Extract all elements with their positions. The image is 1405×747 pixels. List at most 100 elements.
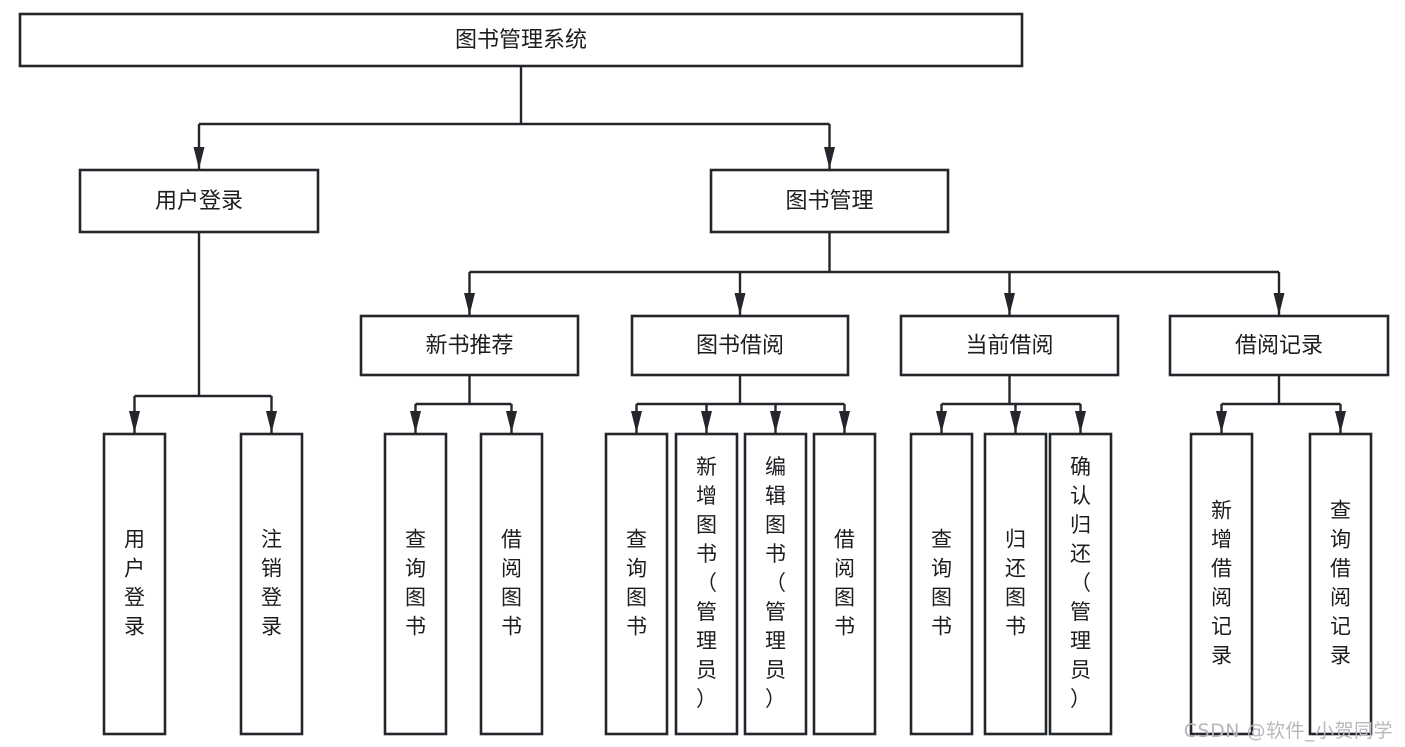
node-label-leaf-query-borrow-record: 查 — [1330, 499, 1351, 523]
node-label-leaf-query-book-current: 图 — [931, 586, 952, 610]
node-box-book-borrow — [630, 314, 850, 377]
arrow-head-icon — [193, 147, 205, 169]
node-label-leaf-edit-book: （ — [765, 571, 786, 595]
node-root[interactable]: 图书管理系统 — [18, 12, 1024, 68]
node-label-leaf-edit-book: 管 — [765, 600, 786, 624]
node-label-leaf-confirm-return: ） — [1070, 687, 1091, 711]
node-leaf-user-login[interactable]: 用户登录 — [102, 432, 167, 736]
node-label-leaf-user-logout: 录 — [261, 615, 282, 639]
node-label-leaf-add-borrow-record: 录 — [1211, 644, 1232, 668]
arrow-head-icon — [770, 411, 781, 433]
node-box-book-management — [709, 168, 950, 234]
node-label-leaf-add-book: ） — [696, 687, 717, 711]
node-label-leaf-user-login: 用 — [124, 528, 145, 552]
arrow-head-icon — [129, 411, 140, 433]
node-box-leaf-confirm-return — [1048, 432, 1113, 736]
node-label-leaf-confirm-return: 归 — [1070, 513, 1091, 537]
node-box-root — [18, 12, 1024, 68]
node-label-leaf-borrow-book: 借 — [834, 528, 855, 552]
node-book-borrow[interactable]: 图书借阅 — [630, 314, 850, 377]
arrow-head-icon — [1335, 411, 1346, 433]
node-box-borrow-record — [1168, 314, 1390, 377]
node-box-leaf-user-login — [102, 432, 167, 736]
node-label-book-management: 图书管理 — [785, 189, 873, 214]
node-label-leaf-query-borrow-record: 记 — [1330, 615, 1351, 639]
arrow-head-icon — [701, 411, 712, 433]
node-box-current-borrow — [899, 314, 1120, 377]
arrow-head-icon — [734, 293, 746, 315]
node-label-root: 图书管理系统 — [455, 28, 587, 53]
node-box-leaf-user-logout — [239, 432, 304, 736]
node-label-leaf-query-book-borrow: 询 — [626, 557, 647, 581]
arrow-head-icon — [1010, 411, 1021, 433]
node-label-leaf-edit-book: 理 — [765, 629, 786, 653]
node-book-management[interactable]: 图书管理 — [709, 168, 950, 234]
node-label-leaf-user-logout: 登 — [261, 586, 282, 610]
node-label-leaf-confirm-return: 理 — [1070, 629, 1091, 653]
arrow-head-icon — [631, 411, 642, 433]
node-label-leaf-query-borrow-record: 借 — [1330, 557, 1351, 581]
node-new-book-recommend[interactable]: 新书推荐 — [359, 314, 580, 377]
node-label-leaf-user-logout: 销 — [261, 557, 282, 581]
node-box-leaf-query-book-recommend — [383, 432, 448, 736]
node-box-leaf-query-book-current — [909, 432, 974, 736]
node-label-leaf-edit-book: 编 — [765, 455, 786, 479]
node-label-leaf-query-book-recommend: 书 — [405, 615, 426, 639]
node-label-leaf-borrow-book: 书 — [834, 615, 855, 639]
node-borrow-record[interactable]: 借阅记录 — [1168, 314, 1390, 377]
node-label-leaf-add-book: 书 — [696, 542, 717, 566]
node-label-leaf-query-book-borrow: 书 — [626, 615, 647, 639]
node-label-leaf-query-borrow-record: 阅 — [1330, 586, 1351, 610]
node-label-leaf-add-book: 新 — [696, 455, 717, 479]
node-label-new-book-recommend: 新书推荐 — [425, 334, 513, 359]
node-current-borrow[interactable]: 当前借阅 — [899, 314, 1120, 377]
arrow-head-icon — [1004, 293, 1015, 315]
node-label-leaf-edit-book: 图 — [765, 513, 786, 537]
node-label-leaf-borrow-book-recommend: 借 — [501, 528, 522, 552]
arrow-head-icon — [506, 411, 517, 433]
node-label-leaf-add-book: （ — [696, 571, 717, 595]
node-label-leaf-add-borrow-record: 记 — [1211, 615, 1232, 639]
arrow-head-icon — [464, 293, 475, 315]
node-box-leaf-add-borrow-record — [1189, 432, 1254, 736]
node-label-user-login: 用户登录 — [155, 189, 243, 214]
node-label-leaf-edit-book: ） — [765, 687, 786, 711]
arrow-head-icon — [824, 147, 835, 169]
node-label-leaf-confirm-return: 还 — [1070, 542, 1091, 566]
node-box-leaf-edit-book — [743, 432, 808, 736]
node-box-leaf-borrow-book — [812, 432, 877, 736]
node-label-leaf-edit-book: 书 — [765, 542, 786, 566]
node-label-leaf-confirm-return: 员 — [1070, 658, 1091, 682]
node-label-leaf-borrow-book: 图 — [834, 586, 855, 610]
node-label-leaf-query-book-borrow: 查 — [626, 528, 647, 552]
node-label-leaf-confirm-return: 认 — [1070, 484, 1091, 508]
node-user-login[interactable]: 用户登录 — [78, 168, 320, 234]
node-label-leaf-borrow-book-recommend: 书 — [501, 615, 522, 639]
node-label-leaf-borrow-book-recommend: 图 — [501, 586, 522, 610]
node-label-leaf-query-book-borrow: 图 — [626, 586, 647, 610]
node-label-leaf-return-book: 归 — [1005, 528, 1026, 552]
node-box-new-book-recommend — [359, 314, 580, 377]
nodes-layer: 图书管理系统用户登录图书管理新书推荐图书借阅当前借阅借阅记录用户登录注销登录查询… — [18, 12, 1390, 736]
node-label-leaf-add-borrow-record: 借 — [1211, 557, 1232, 581]
node-label-leaf-add-book: 图 — [696, 513, 717, 537]
node-label-leaf-add-book: 增 — [696, 484, 717, 508]
node-label-leaf-query-book-recommend: 询 — [405, 557, 426, 581]
node-label-leaf-confirm-return: （ — [1070, 571, 1091, 595]
node-label-leaf-query-book-current: 查 — [931, 528, 952, 552]
node-label-leaf-query-book-current: 询 — [931, 557, 952, 581]
node-label-leaf-query-book-recommend: 查 — [405, 528, 426, 552]
connectors-layer — [129, 66, 1346, 433]
